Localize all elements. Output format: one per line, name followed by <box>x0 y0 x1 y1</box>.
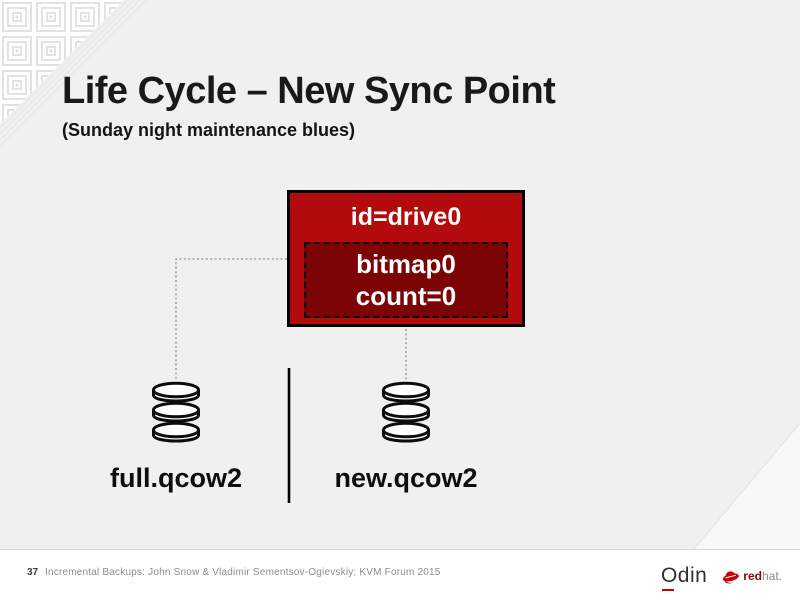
logos: Odin redhat. <box>661 558 782 594</box>
footer-credit: Incremental Backups: John Snow & Vladimi… <box>45 567 441 578</box>
drive-box: id=drive0 bitmap0 count=0 <box>287 190 525 327</box>
odin-logo: Odin <box>660 564 708 591</box>
odin-logo-text: Odin <box>660 564 708 587</box>
fedora-hat-icon <box>723 571 740 584</box>
redhat-logo-text: redhat. <box>743 569 782 583</box>
footer: 37 Incremental Backups: John Snow & Vlad… <box>0 549 800 600</box>
left-disk-label: full.qcow2 <box>109 463 242 493</box>
redhat-logo-hat: hat. <box>761 569 782 583</box>
bitmap-box: bitmap0 count=0 <box>304 242 508 318</box>
drive-box-label: id=drive0 <box>350 203 462 231</box>
redhat-logo-red: red <box>743 569 762 583</box>
corner-diagonal-accent <box>693 422 800 549</box>
database-icon <box>152 381 200 443</box>
bitmap-count: count=0 <box>355 281 457 311</box>
slide-subtitle: (Sunday night maintenance blues) <box>62 120 356 140</box>
right-disk-label: new.qcow2 <box>334 463 478 493</box>
bitmap-name: bitmap0 <box>356 249 456 279</box>
slide-title: Life Cycle – New Sync Point <box>62 70 556 112</box>
redhat-logo: redhat. <box>721 567 782 585</box>
database-icon <box>382 381 430 443</box>
page-number: 37 <box>27 567 39 578</box>
corner-squares-pattern <box>0 0 147 147</box>
connector-left-dotted <box>175 258 287 381</box>
odin-logo-underline <box>661 589 674 591</box>
